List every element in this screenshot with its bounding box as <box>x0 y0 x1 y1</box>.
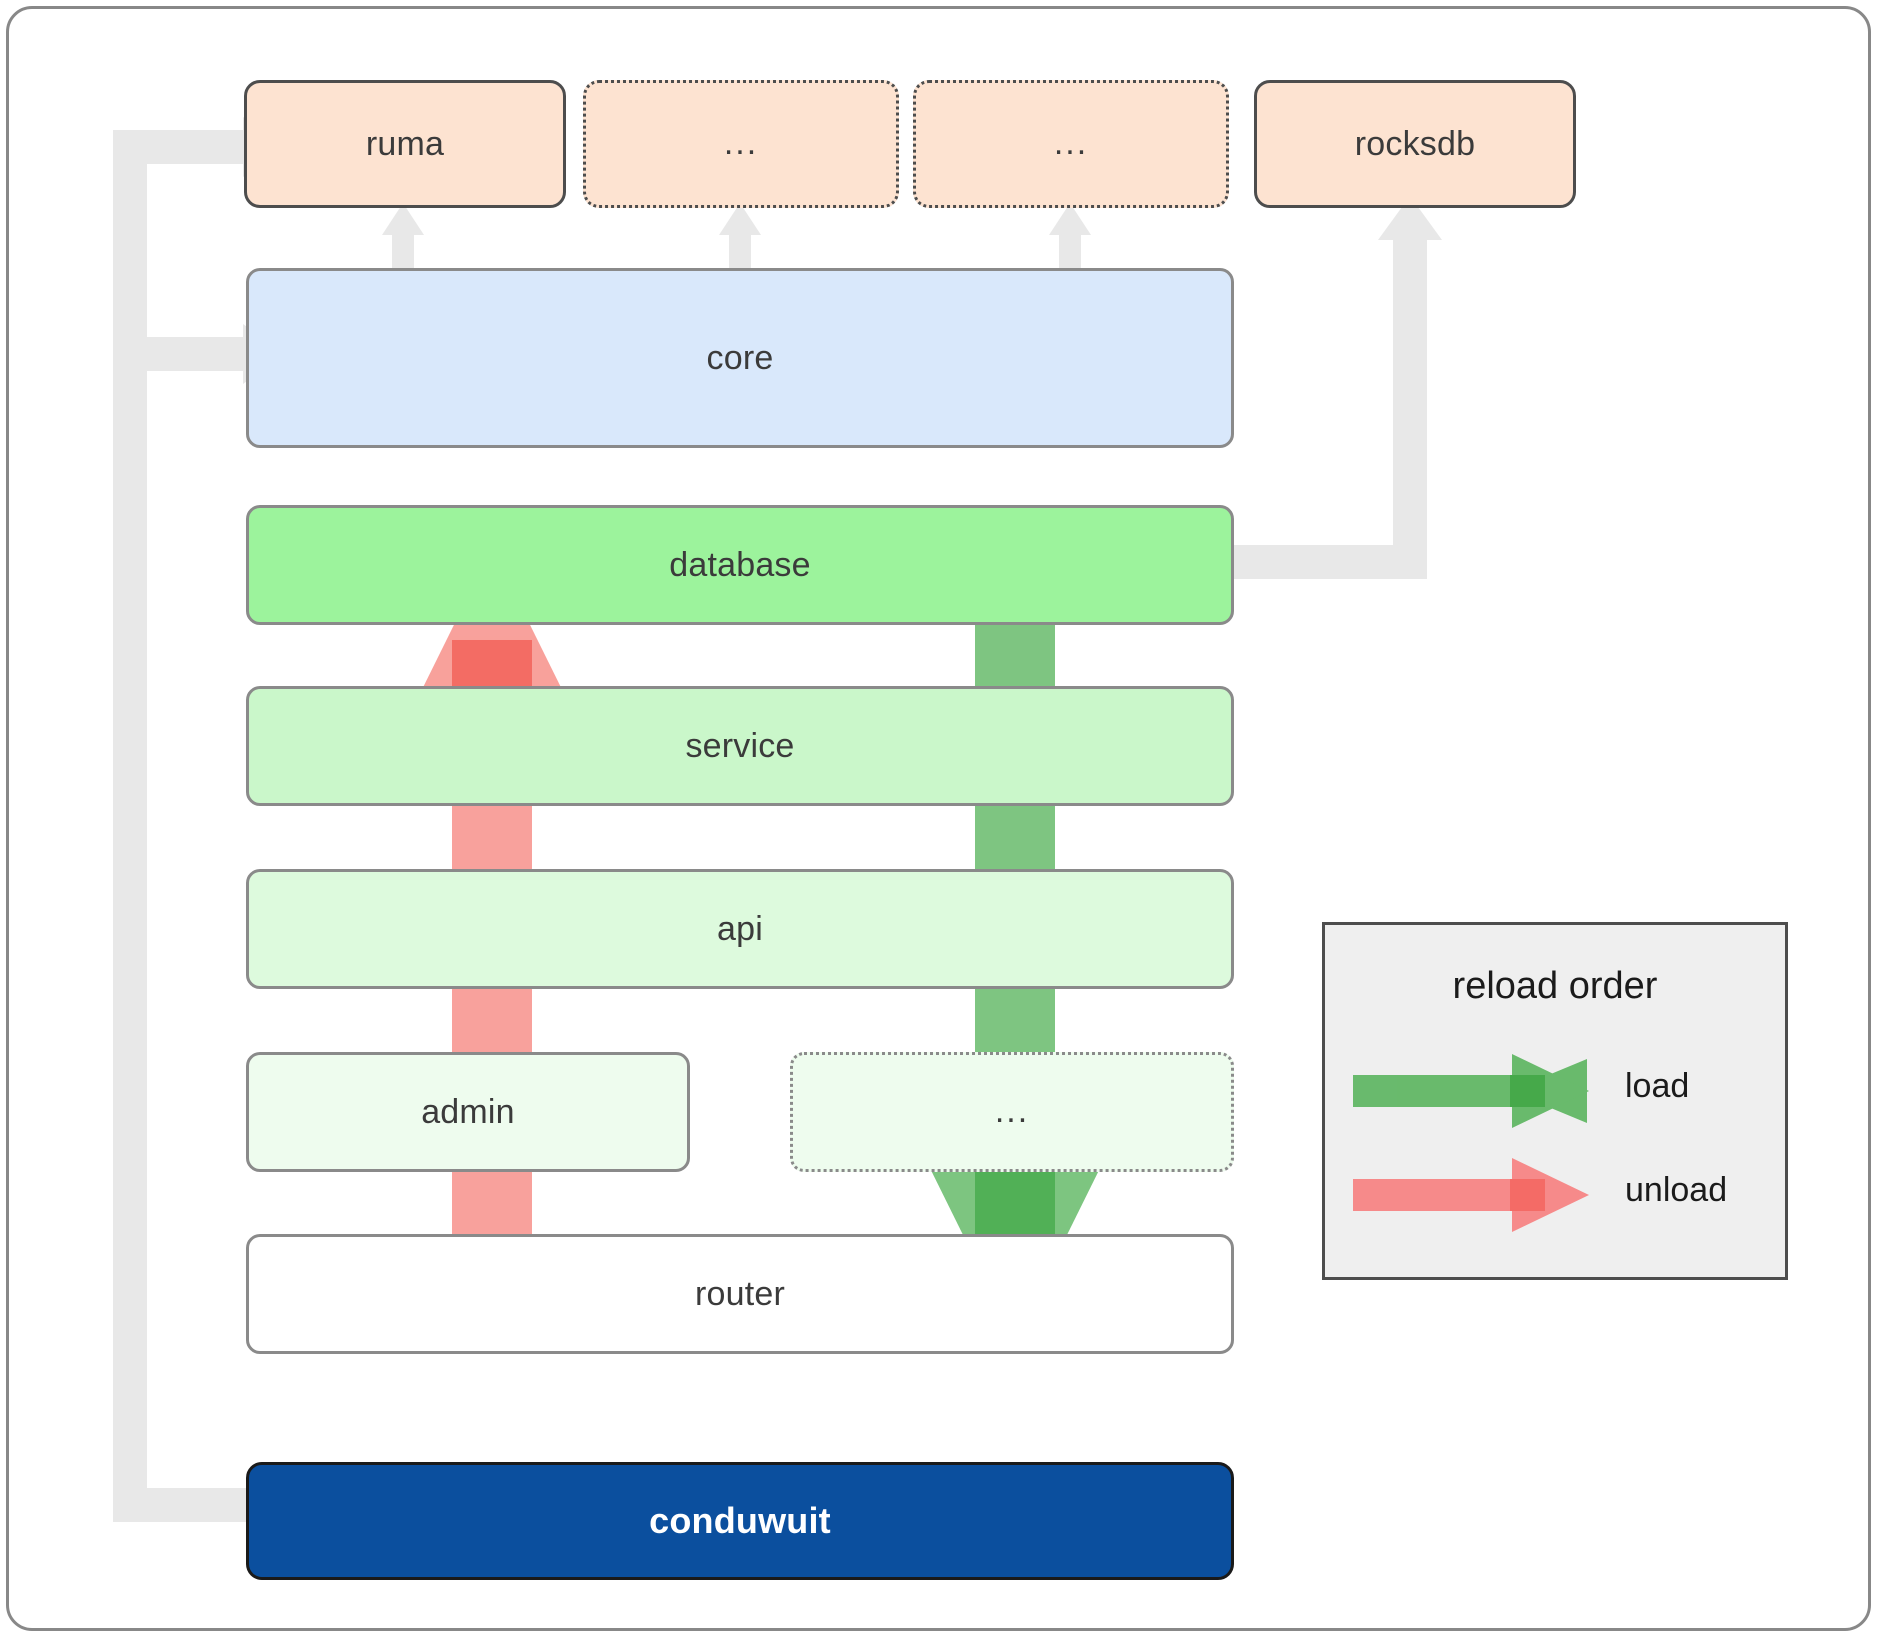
layer-label-database: database <box>669 545 811 584</box>
dependency-box-rocksdb[interactable]: rocksdb <box>1254 80 1576 208</box>
connector-to-ruma <box>145 130 255 164</box>
dependency-box-more-1[interactable]: ... <box>583 80 899 208</box>
layer-box-router[interactable]: router <box>246 1234 1234 1354</box>
layer-box-service[interactable]: service <box>246 686 1234 806</box>
layer-label-router: router <box>694 1274 786 1313</box>
dependency-label-rocksdb: rocksdb <box>1354 124 1476 163</box>
legend-title: reload order <box>1452 965 1658 1007</box>
dependency-box-more-2[interactable]: ... <box>913 80 1229 208</box>
dependency-label-ruma: ruma <box>365 124 445 163</box>
layer-label-more: ... <box>994 1092 1030 1131</box>
legend-load-arrow <box>1353 1054 1589 1128</box>
dependency-label-more-2: ... <box>1053 124 1089 163</box>
connector-to-core <box>145 337 255 371</box>
dependency-label-more-1: ... <box>723 124 759 163</box>
legend-label-unload: unload <box>1625 1171 1728 1209</box>
layer-box-database[interactable]: database <box>246 505 1234 625</box>
layer-label-api: api <box>717 909 763 948</box>
connector-core-to-dots-2 <box>1049 203 1091 275</box>
connector-core-to-dots-1 <box>719 203 761 275</box>
legend-load-arrow-core <box>1510 1075 1545 1107</box>
layer-label-core: core <box>706 338 774 377</box>
root-label-conduwuit: conduwuit <box>649 1500 831 1541</box>
legend-arrows <box>1353 1054 1589 1232</box>
layer-box-admin[interactable]: admin <box>246 1052 690 1172</box>
legend-label-load: load <box>1625 1067 1690 1105</box>
connector-spine <box>113 130 147 1522</box>
legend-unload-arrow <box>1353 1158 1589 1232</box>
layer-box-api[interactable]: api <box>246 869 1234 989</box>
dependency-box-ruma[interactable]: ruma <box>244 80 566 208</box>
root-box-conduwuit[interactable]: conduwuit <box>246 1462 1234 1580</box>
connector-core-to-ruma <box>382 203 424 275</box>
layer-label-service: service <box>685 726 795 765</box>
connector-database-to-rocksdb <box>1232 196 1442 579</box>
layer-box-more[interactable]: ... <box>790 1052 1234 1172</box>
connector-to-conduwuit <box>113 1488 253 1522</box>
legend-unload-arrow-core <box>1510 1179 1545 1211</box>
legend-panel: reload order load unload <box>1322 922 1788 1280</box>
layer-label-admin: admin <box>421 1092 515 1131</box>
layer-box-core[interactable]: core <box>246 268 1234 448</box>
